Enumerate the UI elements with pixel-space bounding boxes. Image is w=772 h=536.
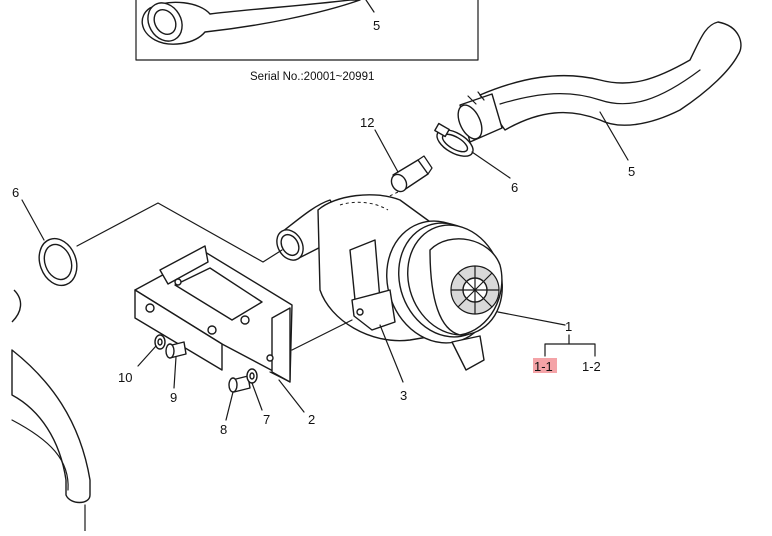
lower-left-hose [11,349,91,532]
inset-frame [135,0,479,61]
hose-clamp-right [434,122,474,157]
callout-7[interactable]: 7 [263,412,270,427]
hose-clamp-left [38,237,78,287]
callout-5[interactable]: 5 [628,164,635,179]
callout-6-right[interactable]: 6 [511,180,518,195]
washer-10 [154,334,166,350]
callout-1[interactable]: 1 [565,319,572,334]
serial-caption: Serial No.:20001~20991 [250,71,374,83]
callout-1-1-highlight [533,358,557,373]
inset-leader [365,0,375,13]
intake-hose [457,21,742,143]
inset-callout-5: 5 [373,18,380,33]
callout-12[interactable]: 12 [360,115,374,130]
leader-lines [21,111,629,421]
serial-inset: 5 [135,0,479,61]
callout-9[interactable]: 9 [170,390,177,405]
washer-7 [246,368,258,384]
bolt-8 [228,375,251,393]
bolt-9 [165,341,187,359]
callout-2[interactable]: 2 [308,412,315,427]
callout-8[interactable]: 8 [220,422,227,437]
callout-3[interactable]: 3 [400,388,407,403]
inset-hose [141,0,361,45]
air-cleaner-assembly [276,194,503,371]
left-hose-edge [11,289,22,323]
callout-1-2[interactable]: 1-2 [582,359,601,374]
callout-10[interactable]: 10 [118,370,132,385]
callout-6-left[interactable]: 6 [12,185,19,200]
restriction-indicator [349,155,433,216]
mounting-bracket [134,245,293,383]
callout-1-1[interactable]: 1-1 [534,359,553,374]
